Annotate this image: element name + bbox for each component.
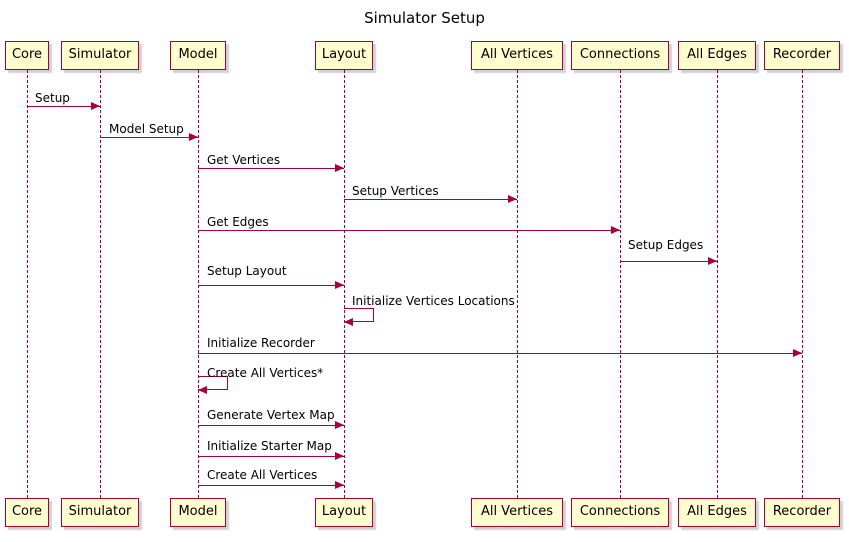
message-label-6: Setup Edges — [628, 238, 704, 252]
message-line-13 — [198, 485, 344, 486]
participant-label: Recorder — [772, 47, 832, 62]
arrowhead-right-9 — [793, 349, 802, 358]
participant-footer-core[interactable]: Core — [5, 498, 49, 527]
participant-header-core[interactable]: Core — [5, 41, 49, 70]
message-line-7 — [198, 285, 344, 286]
message-label-8: Initialize Vertices Locations — [352, 294, 515, 308]
participant-label: Connections — [579, 47, 661, 62]
participant-header-layout[interactable]: Layout — [315, 41, 373, 70]
participant-label: All Edges — [687, 47, 747, 62]
self-message-loop-8 — [344, 308, 374, 322]
participant-footer-model[interactable]: Model — [170, 498, 226, 527]
message-line-4 — [344, 199, 517, 200]
lifeline-simulator — [100, 70, 101, 498]
participant-label: Model — [178, 504, 218, 519]
participant-footer-all_edges[interactable]: All Edges — [678, 498, 756, 527]
participant-label: Model — [178, 47, 218, 62]
lifeline-recorder — [802, 70, 803, 498]
message-label-7: Setup Layout — [207, 264, 287, 278]
message-label-9: Initialize Recorder — [207, 336, 315, 350]
arrowhead-right-6 — [708, 257, 717, 266]
message-label-5: Get Edges — [207, 215, 269, 229]
arrowhead-left-10 — [198, 385, 207, 394]
participant-footer-layout[interactable]: Layout — [315, 498, 373, 527]
message-line-1 — [27, 106, 100, 107]
participant-label: Core — [11, 47, 43, 62]
lifeline-all_edges — [717, 70, 718, 498]
arrowhead-right-1 — [91, 102, 100, 111]
message-line-11 — [198, 425, 344, 426]
participant-label: Layout — [321, 47, 367, 62]
participant-footer-all_vertices[interactable]: All Vertices — [471, 498, 563, 527]
message-line-3 — [198, 168, 344, 169]
participant-label: Simulator — [68, 47, 132, 62]
message-label-10: Create All Vertices* — [207, 366, 324, 380]
lifeline-model — [198, 70, 199, 498]
message-line-6 — [620, 261, 717, 262]
participant-label: All Edges — [687, 504, 747, 519]
message-label-13: Create All Vertices — [207, 468, 318, 482]
message-label-11: Generate Vertex Map — [207, 408, 335, 422]
participant-header-recorder[interactable]: Recorder — [764, 41, 840, 70]
arrowhead-right-5 — [611, 226, 620, 235]
lifeline-layout — [344, 70, 345, 498]
arrowhead-right-12 — [335, 452, 344, 461]
arrowhead-right-4 — [508, 195, 517, 204]
participant-label: All Vertices — [480, 47, 554, 62]
message-label-4: Setup Vertices — [352, 184, 439, 198]
message-line-5 — [198, 230, 620, 231]
message-line-12 — [198, 456, 344, 457]
message-label-12: Initialize Starter Map — [207, 439, 332, 453]
participant-label: Core — [11, 504, 43, 519]
lifeline-all_vertices — [517, 70, 518, 498]
self-message-loop-10 — [198, 376, 228, 390]
arrowhead-right-2 — [189, 133, 198, 142]
arrowhead-left-8 — [344, 317, 353, 326]
participant-header-simulator[interactable]: Simulator — [61, 41, 139, 70]
lifeline-connections — [620, 70, 621, 498]
lifeline-core — [27, 70, 28, 498]
participant-label: Simulator — [68, 504, 132, 519]
participant-footer-recorder[interactable]: Recorder — [764, 498, 840, 527]
participant-label: Recorder — [772, 504, 832, 519]
participant-label: Connections — [579, 504, 661, 519]
message-line-2 — [100, 137, 198, 138]
participant-footer-connections[interactable]: Connections — [571, 498, 669, 527]
participant-label: All Vertices — [480, 504, 554, 519]
participant-footer-simulator[interactable]: Simulator — [61, 498, 139, 527]
participant-label: Layout — [321, 504, 367, 519]
message-label-2: Model Setup — [109, 122, 184, 136]
arrowhead-right-7 — [335, 281, 344, 290]
arrowhead-right-3 — [335, 164, 344, 173]
participant-header-model[interactable]: Model — [170, 41, 226, 70]
message-line-9 — [198, 353, 802, 354]
message-label-1: Setup — [35, 91, 70, 105]
participant-header-connections[interactable]: Connections — [571, 41, 669, 70]
message-label-3: Get Vertices — [207, 153, 281, 167]
arrowhead-right-13 — [335, 481, 344, 490]
diagram-title: Simulator Setup — [364, 9, 485, 27]
participant-header-all_edges[interactable]: All Edges — [678, 41, 756, 70]
participant-header-all_vertices[interactable]: All Vertices — [471, 41, 563, 70]
arrowhead-right-11 — [335, 421, 344, 430]
